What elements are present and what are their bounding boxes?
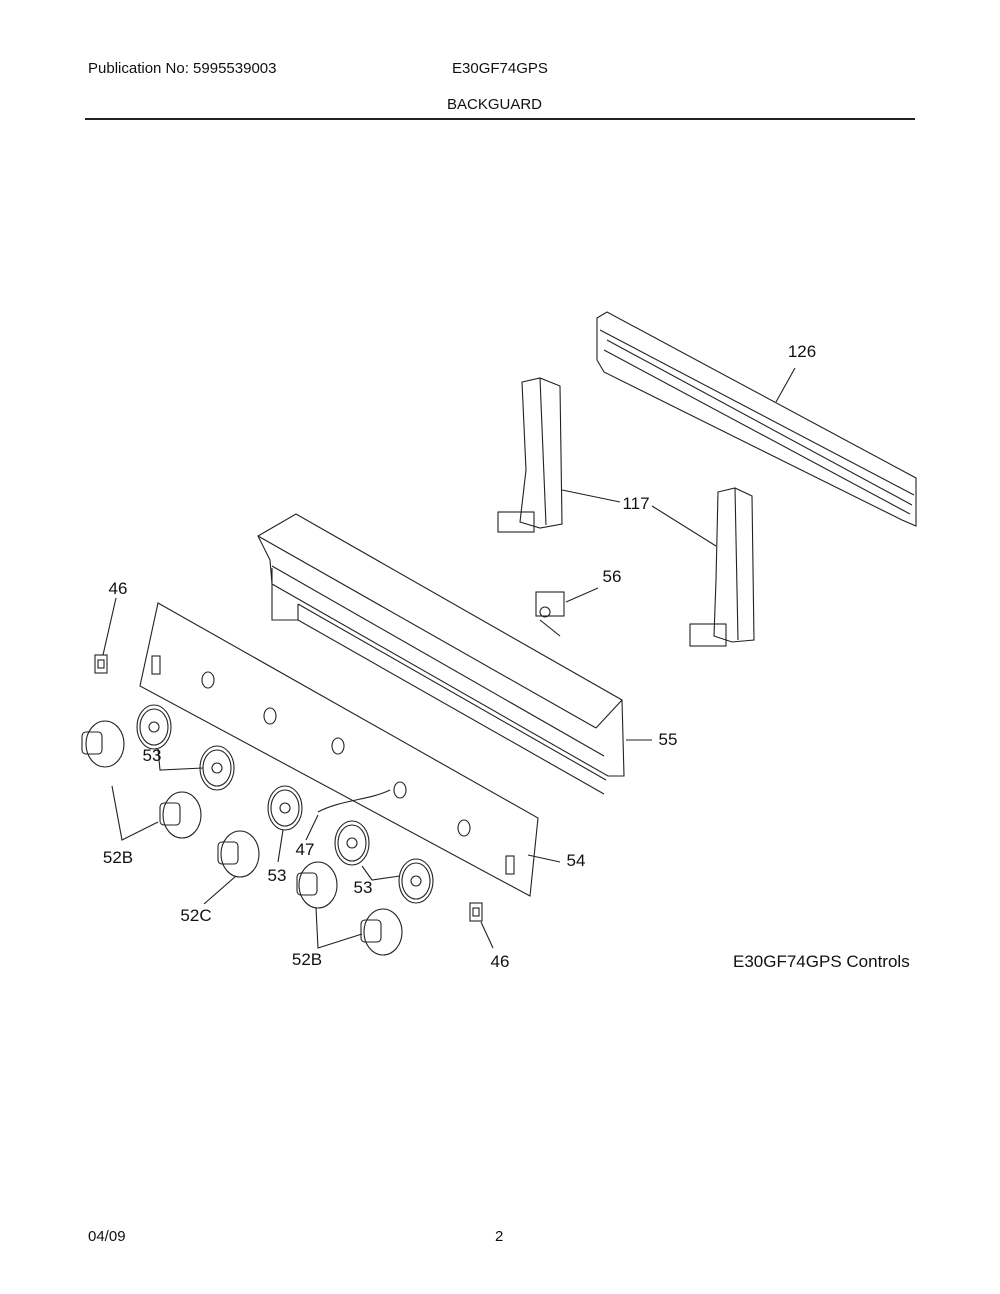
callout-52b-right: 52B	[291, 950, 323, 969]
leader-lines	[102, 367, 796, 949]
diagram-caption: E30GF74GPS Controls	[733, 952, 910, 971]
footer-date: 04/09	[88, 1228, 126, 1245]
callout-53-left: 53	[142, 746, 162, 765]
page-number: 2	[495, 1228, 504, 1245]
callout-47: 47	[295, 840, 315, 859]
callout-52c: 52C	[180, 906, 212, 925]
backguard-rail	[596, 311, 917, 527]
header-divider	[85, 118, 915, 120]
callout-53-mid: 53	[267, 866, 287, 885]
callout-117: 117	[622, 494, 650, 513]
knobs	[81, 720, 403, 956]
switch-right	[469, 902, 483, 922]
thermostat	[535, 591, 565, 637]
callout-126: 126	[787, 342, 817, 361]
bracket-left	[497, 377, 563, 533]
model-number: E30GF74GPS	[452, 60, 548, 77]
wire-harness	[317, 789, 391, 813]
switch-left	[94, 654, 108, 674]
publication-number: Publication No: 5995539003	[88, 60, 277, 77]
backguard	[257, 513, 625, 795]
callout-54: 54	[566, 851, 586, 870]
callout-52b-left: 52B	[102, 848, 134, 867]
callout-46-left: 46	[108, 579, 128, 598]
callout-56: 56	[602, 567, 622, 586]
callout-55: 55	[658, 730, 678, 749]
callout-46-right: 46	[490, 952, 510, 971]
callout-53-right: 53	[353, 878, 373, 897]
bracket-right	[689, 487, 755, 647]
section-title: BACKGUARD	[447, 96, 543, 113]
control-panel	[139, 602, 539, 897]
bezels	[136, 704, 434, 904]
